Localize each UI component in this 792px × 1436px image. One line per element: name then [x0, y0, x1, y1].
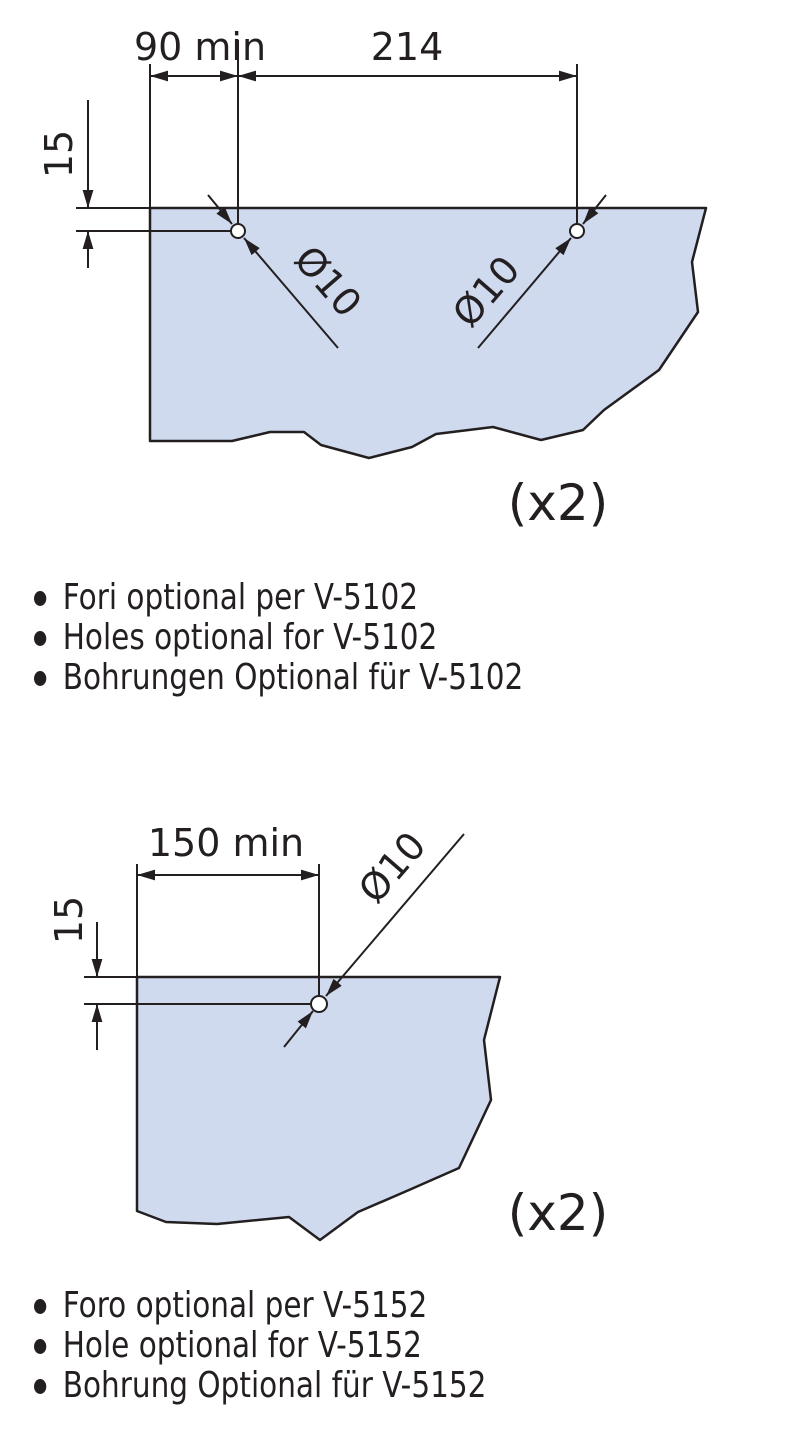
bottom-note-text: Hole optional for V-5152 [62, 1325, 422, 1366]
bottom-hole-label: Ø10 [350, 824, 435, 912]
top-notes-list: Fori optional per V-5102 Holes optional … [34, 578, 523, 698]
top-note-item: Holes optional for V-5102 [34, 618, 523, 658]
bottom-dim-edge-offset: 150 min [137, 821, 319, 881]
top-dim-edge-offset: 90 min [134, 25, 266, 82]
top-glass-plate [148, 206, 708, 460]
top-note-text: Fori optional per V-5102 [62, 577, 419, 618]
bullet-icon [34, 1298, 47, 1314]
top-dim-vertical: 15 [37, 100, 94, 268]
top-note-text: Bohrungen Optional für V-5102 [62, 657, 524, 698]
bullet-icon [34, 590, 47, 606]
top-note-text: Holes optional for V-5102 [62, 617, 438, 658]
bullet-icon [34, 670, 47, 686]
bottom-note-item: Hole optional for V-5152 [34, 1326, 486, 1366]
bottom-note-item: Bohrung Optional für V-5152 [34, 1366, 486, 1406]
bottom-dim-edge-offset-label: 150 min [148, 821, 304, 865]
top-quantity-label: (x2) [508, 474, 608, 532]
bottom-dim-vertical: 15 [47, 896, 103, 1050]
bullet-icon [34, 1338, 47, 1354]
top-drawing: 15 90 min 214 Ø10 Ø10 (x2) [37, 25, 708, 532]
top-dim-hole-spacing-label: 214 [371, 25, 444, 69]
bullet-icon [34, 1378, 47, 1394]
bottom-note-item: Foro optional per V-5152 [34, 1286, 486, 1326]
top-dim-hole-spacing: 214 [238, 25, 577, 82]
bottom-dim-vertical-label: 15 [47, 896, 91, 944]
top-dim-edge-offset-label: 90 min [134, 25, 266, 69]
top-note-item: Bohrungen Optional für V-5102 [34, 658, 523, 698]
bottom-glass-plate [135, 975, 502, 1242]
bottom-note-text: Foro optional per V-5152 [62, 1285, 428, 1326]
bottom-drawing: 15 150 min Ø10 (x2) [47, 821, 608, 1242]
bottom-note-text: Bohrung Optional für V-5152 [62, 1365, 487, 1406]
bottom-quantity-label: (x2) [508, 1184, 608, 1242]
bullet-icon [34, 630, 47, 646]
top-dim-vertical-label: 15 [37, 130, 81, 178]
top-note-item: Fori optional per V-5102 [34, 578, 523, 618]
bottom-notes-list: Foro optional per V-5152 Hole optional f… [34, 1286, 486, 1406]
